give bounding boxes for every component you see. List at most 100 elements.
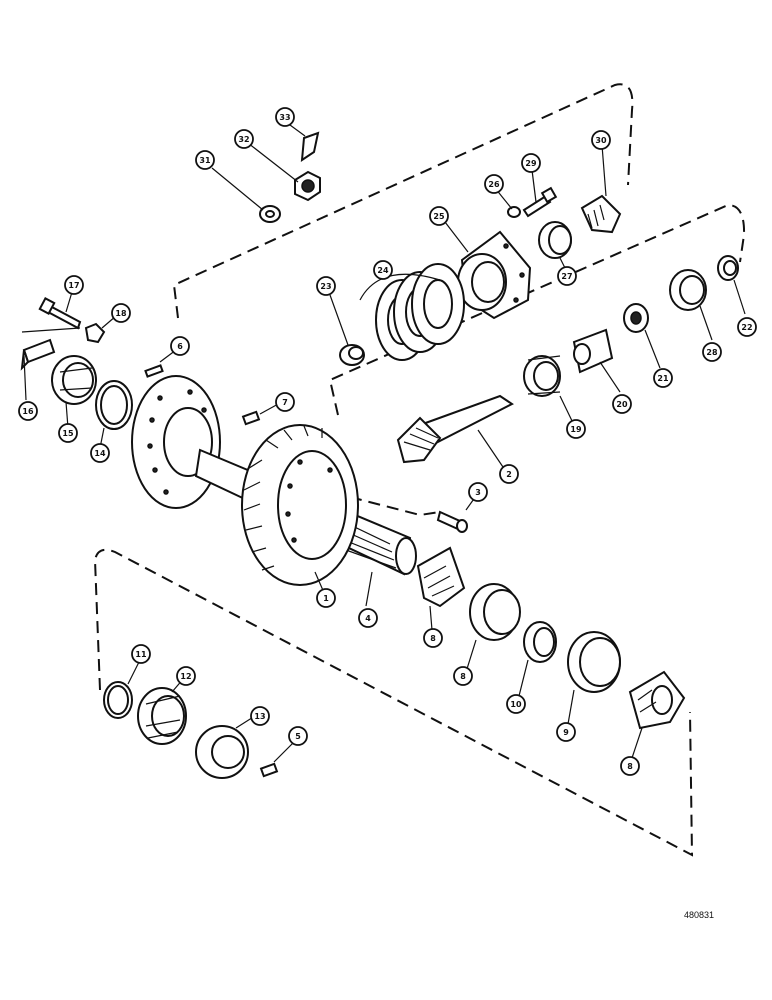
bearing-cone-8a: [416, 546, 466, 631]
callout-circle: [195, 150, 215, 170]
callout-label: 8: [460, 672, 466, 681]
callout-circle: [506, 694, 526, 714]
callout-c12: 12: [176, 666, 196, 686]
callout-circle: [453, 666, 473, 686]
callout-label: 4: [365, 614, 371, 623]
callout-circle: [275, 392, 295, 412]
callout-c18: 18: [111, 303, 131, 323]
callout-circle: [18, 401, 38, 421]
callout-c11: 11: [131, 644, 151, 664]
callout-label: 10: [510, 700, 522, 709]
pin-5: [259, 739, 297, 778]
callout-circle: [358, 608, 378, 628]
callout-c8c: 8: [620, 756, 640, 776]
callout-circle: [737, 317, 757, 337]
callout-label: 2: [506, 470, 512, 479]
callout-label: 33: [279, 113, 290, 122]
callout-label: 32: [238, 135, 249, 144]
pinion-bearing-cone: [623, 303, 661, 369]
callout-label: 19: [570, 425, 582, 434]
group-outline-upper: [172, 83, 634, 319]
callout-label: 20: [616, 400, 628, 409]
callout-circle: [556, 722, 576, 742]
group-outline-pinion: [328, 203, 746, 416]
callout-c28: 28: [702, 342, 722, 362]
callout-label: 29: [525, 159, 537, 168]
callout-c16: 16: [18, 401, 38, 421]
callout-circle: [250, 706, 270, 726]
callout-circle: [90, 443, 110, 463]
bearing-cup-upper: [538, 221, 572, 271]
callout-circle: [64, 275, 84, 295]
callout-c29: 29: [521, 153, 541, 173]
callout-label: 30: [595, 136, 607, 145]
washer: [211, 167, 281, 223]
callout-label: 3: [475, 488, 481, 497]
spacer-10: [517, 621, 557, 701]
o-ring-11: [103, 659, 141, 719]
callout-circle: [58, 423, 78, 443]
callout-circle: [653, 368, 673, 388]
bearing-housing: [444, 221, 532, 320]
callout-label: 24: [377, 266, 389, 275]
callout-label: 14: [94, 449, 106, 458]
cotter-pin: [289, 124, 320, 162]
castle-nut: [247, 142, 321, 202]
callout-label: 5: [295, 732, 301, 741]
callout-circle: [373, 260, 393, 280]
callout-c5: 5: [288, 726, 308, 746]
shim-pack: [359, 263, 465, 361]
lock-plate: [20, 327, 81, 401]
callout-c27: 27: [557, 266, 577, 286]
callout-c6: 6: [170, 336, 190, 356]
figure-reference: 480831: [684, 910, 714, 920]
callout-label: 28: [706, 348, 718, 357]
callout-label: 11: [135, 650, 147, 659]
bearing-13: [195, 713, 259, 779]
hub-bearing-15: [51, 355, 97, 429]
ring-gear: [241, 424, 359, 596]
callout-label: 21: [657, 374, 669, 383]
pinion-seal: [717, 255, 746, 315]
pinion-bearing: [523, 355, 575, 426]
callout-c2: 2: [499, 464, 519, 484]
shaft-center-line: [349, 496, 441, 517]
callout-circle: [131, 644, 151, 664]
callout-circle: [612, 394, 632, 414]
callout-circle: [591, 130, 611, 150]
callout-c3: 3: [468, 482, 488, 502]
callout-c33: 33: [275, 107, 295, 127]
bearing-cone-8c: [628, 670, 686, 759]
pin-6: [144, 349, 177, 378]
callout-c9: 9: [556, 722, 576, 742]
callout-c14: 14: [90, 443, 110, 463]
bearing-cone-upper: [580, 144, 622, 234]
callout-circle: [566, 419, 586, 439]
callout-circle: [170, 336, 190, 356]
callout-circle: [423, 628, 443, 648]
callout-c32: 32: [234, 129, 254, 149]
snap-ring-14: [95, 380, 133, 449]
callout-c10: 10: [506, 694, 526, 714]
callout-label: 26: [488, 180, 500, 189]
callout-label: 27: [561, 272, 572, 281]
callout-label: 16: [22, 407, 34, 416]
callout-c25: 25: [429, 206, 449, 226]
callout-label: 13: [254, 712, 265, 721]
pin-3: [436, 495, 477, 533]
callout-layer: 1234567888910111213141516171819202122232…: [18, 107, 757, 776]
callout-label: 6: [177, 342, 183, 351]
callout-c24: 24: [373, 260, 393, 280]
bolt-17: [38, 291, 82, 330]
group-outline-lower: [93, 548, 694, 857]
callout-label: 9: [563, 728, 569, 737]
nut-18: [84, 315, 117, 344]
callout-label: 23: [320, 282, 331, 291]
callout-circle: [111, 303, 131, 323]
callout-circle: [234, 129, 254, 149]
callout-label: 17: [68, 281, 79, 290]
callout-label: 12: [180, 672, 191, 681]
callout-circle: [468, 482, 488, 502]
callout-label: 22: [741, 323, 752, 332]
